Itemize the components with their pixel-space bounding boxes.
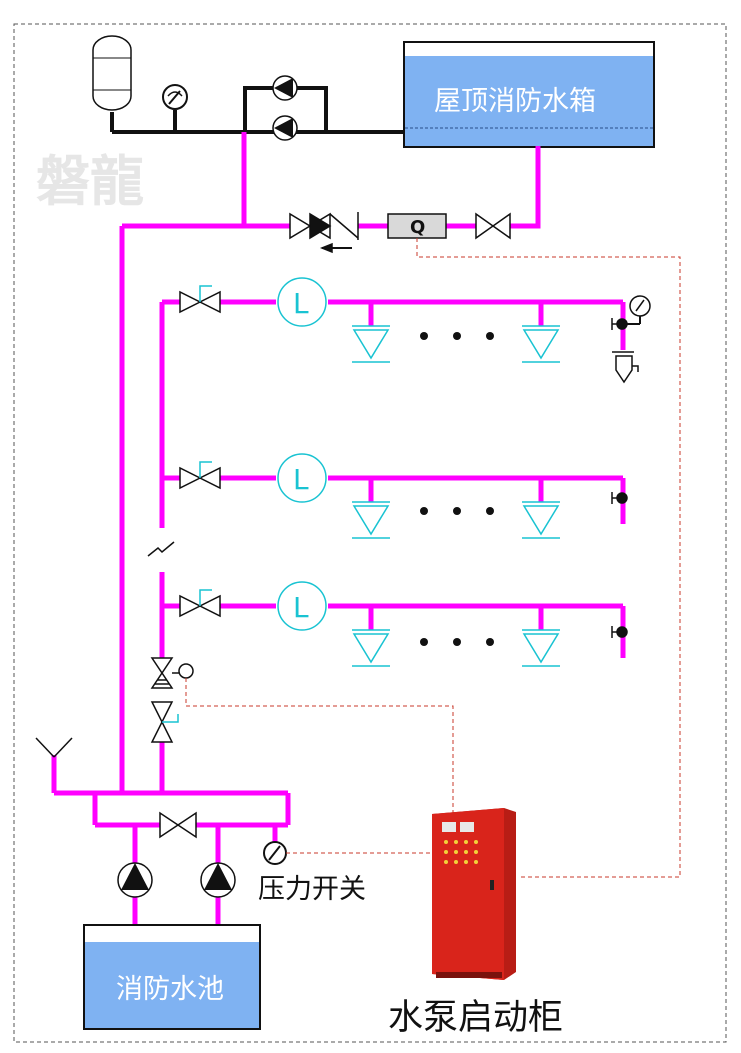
flow-indicator-icon — [277, 453, 327, 503]
sprinkler-icon — [352, 325, 390, 363]
pressure-gauge-icon — [627, 295, 651, 325]
water-inlet-icon — [35, 737, 73, 758]
pump-icon — [200, 862, 236, 898]
pipe-end-cap — [611, 318, 628, 330]
pressure-gauge-icon — [162, 84, 188, 110]
check-valve-icon — [309, 212, 359, 254]
pipe-break-mark — [147, 541, 175, 557]
ellipsis-dots — [420, 332, 494, 340]
roof-tank-label: 屋顶消防水箱 — [434, 86, 596, 117]
gate-valve-icon — [475, 212, 511, 240]
flow-switch-icon — [387, 213, 447, 239]
sprinkler-icon — [522, 629, 560, 667]
pipe-end-cap — [611, 626, 628, 638]
alarm-valve-icon — [150, 657, 194, 689]
signal-valve-icon — [150, 701, 179, 743]
pump-icon — [117, 862, 153, 898]
flow-indicator-label: L — [293, 287, 309, 320]
pipe-end-cap — [611, 492, 628, 504]
signal-valve-icon — [179, 589, 221, 618]
pressure-switch-icon — [263, 841, 287, 865]
flow-indicator-label: L — [293, 463, 309, 496]
pressure-switch-label: 压力开关 — [258, 874, 366, 905]
control-signal-lines — [185, 238, 681, 878]
flow-indicator-label: L — [293, 591, 309, 624]
pump-icon — [272, 115, 298, 141]
ellipsis-dots — [420, 638, 494, 646]
ellipsis-dots — [420, 507, 494, 515]
top-black-pipes — [110, 86, 404, 134]
water-pool — [83, 924, 261, 1030]
watermark: 磐龍 — [36, 150, 144, 213]
water-pool-label: 消防水池 — [116, 974, 224, 1005]
signal-valve-icon — [179, 461, 221, 490]
pipe-network — [51, 132, 626, 930]
roof-tank — [403, 41, 655, 148]
control-cabinet-icon — [432, 808, 516, 980]
flow-indicator-icon — [277, 581, 327, 631]
test-drain-valve-icon — [612, 351, 639, 384]
flow-switch-label: Q — [410, 217, 425, 238]
gate-valve-icon — [159, 811, 197, 839]
diagram-border — [13, 23, 727, 1043]
signal-valve-icon — [179, 285, 221, 314]
sprinkler-icon — [352, 501, 390, 539]
sprinkler-icon — [352, 629, 390, 667]
control-cabinet-label: 水泵启动柜 — [388, 998, 563, 1038]
sprinkler-icon — [522, 501, 560, 539]
flow-indicator-icon — [277, 277, 327, 327]
pump-icon — [272, 75, 298, 101]
sprinkler-icon — [522, 325, 560, 363]
pressure-tank-icon — [92, 35, 132, 111]
